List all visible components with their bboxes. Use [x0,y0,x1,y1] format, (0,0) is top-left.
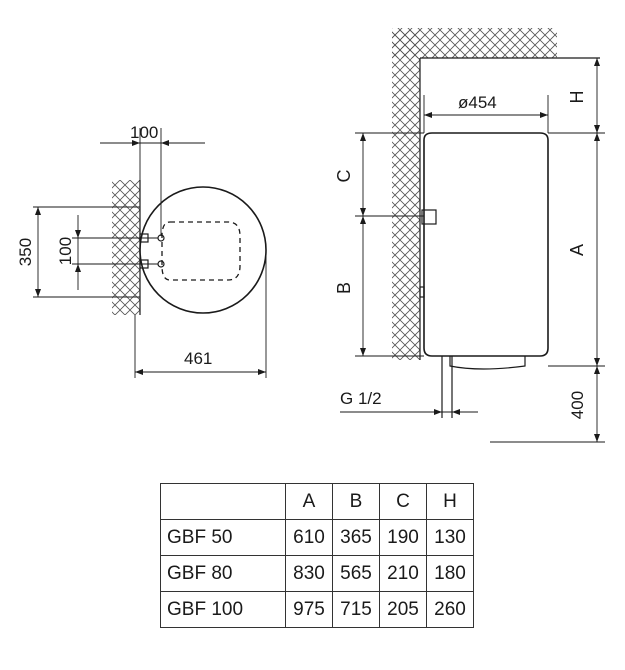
table-header-row: A B C H [160,483,474,520]
pipe-thread-label: G 1/2 [340,389,382,408]
value-h: 260 [426,591,474,628]
table-row: GBF 50 610 365 190 130 [160,519,474,556]
col-header-b: B [332,483,380,520]
dim-left-350: 350 [16,238,35,266]
col-header-c: C [379,483,427,520]
value-c: 210 [379,555,427,592]
inner-cavity-dashed [161,221,241,281]
dim-left-100: 100 [56,237,75,265]
value-b: 565 [332,555,380,592]
value-a: 610 [285,519,333,556]
wall-hatch-side [392,30,420,360]
value-b: 365 [332,519,380,556]
tank-outline-top [139,186,267,314]
col-header-h: H [426,483,474,520]
tank-bottom-cap [449,356,526,370]
table-row: GBF 80 830 565 210 180 [160,555,474,592]
dim-top-100: 100 [130,123,158,142]
value-a: 830 [285,555,333,592]
dim-400: 400 [568,391,587,419]
dim-bottom-461: 461 [184,349,212,368]
model-name: GBF 80 [160,555,286,592]
top-view: 100 350 100 461 [16,123,267,378]
wall-hatch-top-view [112,180,140,315]
col-header-a: A [285,483,333,520]
lower-bracket [419,286,425,298]
value-h: 180 [426,555,474,592]
pipe-hole-lower [157,260,165,268]
value-a: 975 [285,591,333,628]
dimensions-table: A B C H GBF 50 610 365 190 130 GBF 80 83… [160,483,474,628]
table-row: GBF 100 975 715 205 260 [160,591,474,628]
value-b: 715 [332,591,380,628]
value-c: 205 [379,591,427,628]
dim-diameter: ø454 [458,93,497,112]
dim-c: C [334,170,354,183]
model-name: GBF 100 [160,591,286,628]
mount-bracket [421,209,437,225]
value-h: 130 [426,519,474,556]
tank-body-side [423,132,549,357]
value-c: 190 [379,519,427,556]
dim-b: B [334,282,354,294]
model-name: GBF 50 [160,519,286,556]
table-corner-cell [160,483,286,520]
side-view: ø454 H A 400 C B G 1 [334,28,605,443]
dim-a: A [567,244,587,256]
technical-drawing: 100 350 100 461 [16,28,605,443]
ceiling-hatch [392,28,557,58]
dim-h: H [567,91,587,104]
